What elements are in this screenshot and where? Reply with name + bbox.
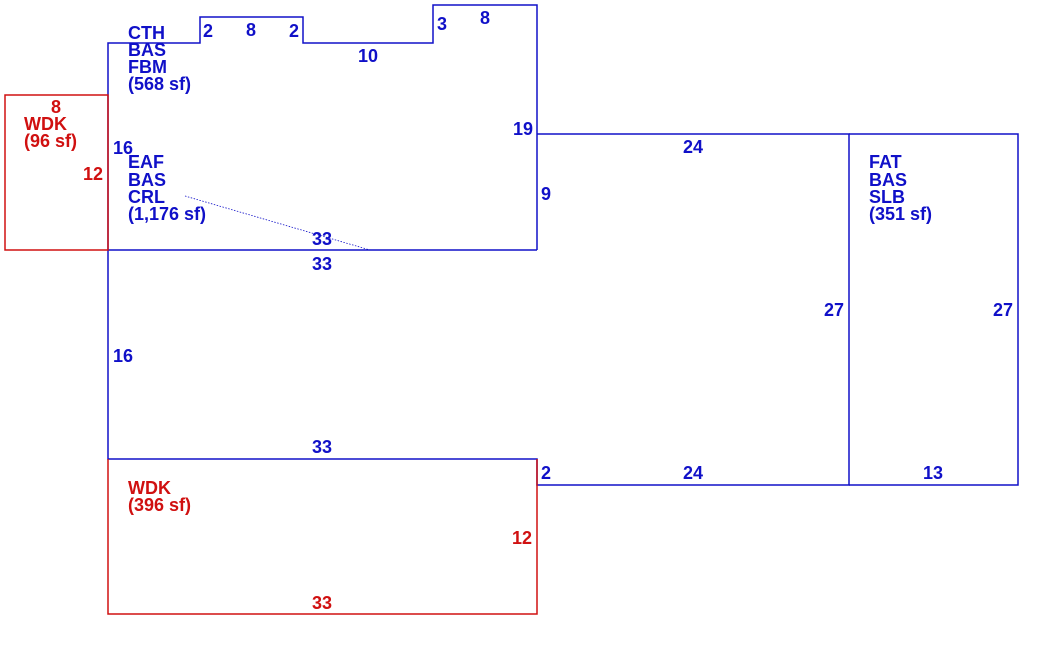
dim-notch-left: 2: [203, 21, 213, 41]
eaf-area-label: EAF BAS CRL (1,176 sf): [128, 152, 206, 224]
wdk-large-size: (396 sf): [128, 495, 191, 515]
eaf-area-outline: [107, 133, 850, 486]
dim-fat-right: 27: [993, 300, 1013, 320]
eaf-code-3: CRL: [128, 187, 165, 207]
dim-eaf-left: 16: [113, 346, 133, 366]
wdk-large-outline: [107, 459, 538, 615]
dim-top-mid-run: 10: [358, 46, 378, 66]
dim-wdk-small-right: 12: [83, 164, 103, 184]
dim-eaf-top: 33: [312, 254, 332, 274]
dim-wdk-large-bottom: 33: [312, 593, 332, 613]
wdk-large-label: WDK (396 sf): [128, 478, 191, 515]
fat-size: (351 sf): [869, 204, 932, 224]
dim-wdk-large-right: 12: [512, 528, 532, 548]
fat-area-outline: [849, 133, 1019, 486]
dim-eaf-step-bottom: 2: [541, 463, 551, 483]
wdk-small-code: WDK: [24, 114, 67, 134]
wdk-small-size: (96 sf): [24, 131, 77, 151]
eaf-code-1: EAF: [128, 152, 164, 172]
main-size: (568 sf): [128, 74, 191, 94]
wdk-small-label: WDK (96 sf): [24, 114, 77, 151]
dim-eaf-step: 9: [541, 184, 551, 204]
main-area-outline: [107, 4, 538, 250]
dim-notch-right: 2: [289, 21, 299, 41]
main-code-3: FBM: [128, 57, 167, 77]
dim-eaf-right-top: 24: [683, 137, 703, 157]
dim-notch-top: 8: [246, 20, 256, 40]
fat-area-label: FAT BAS SLB (351 sf): [869, 152, 932, 224]
dim-wdk-small-top: 8: [51, 97, 61, 117]
dim-main-left-side: 16: [113, 138, 133, 158]
dim-eaf-right-bottom: 24: [683, 463, 703, 483]
main-code-1: CTH: [128, 23, 165, 43]
crl-leader-line: [184, 195, 371, 251]
dim-top-right-step: 3: [437, 14, 447, 34]
main-code-2: BAS: [128, 40, 166, 60]
wdk-small-outline: [4, 94, 109, 251]
dim-eaf-bottom: 33: [312, 437, 332, 457]
dim-main-bottom: 33: [312, 229, 332, 249]
eaf-code-2: BAS: [128, 170, 166, 190]
dim-top-right-run: 8: [480, 8, 490, 28]
fat-code-3: SLB: [869, 187, 905, 207]
fat-code-1: FAT: [869, 152, 902, 172]
eaf-size: (1,176 sf): [128, 204, 206, 224]
main-area-label: CTH BAS FBM (568 sf): [128, 23, 191, 94]
fat-code-2: BAS: [869, 170, 907, 190]
dim-fat-bottom: 13: [923, 463, 943, 483]
dim-main-right-side: 19: [513, 119, 533, 139]
wdk-large-code: WDK: [128, 478, 171, 498]
dim-eaf-right-side: 27: [824, 300, 844, 320]
